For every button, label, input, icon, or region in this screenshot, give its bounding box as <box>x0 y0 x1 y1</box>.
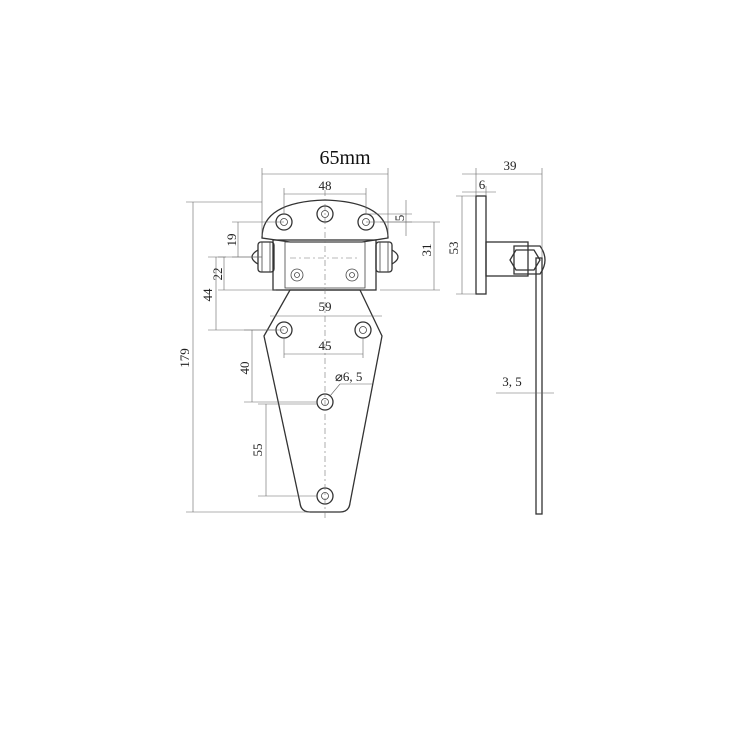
right-pin-nut <box>375 241 399 273</box>
dim-knuckle-height: 19 <box>224 234 239 247</box>
front-view <box>251 190 399 520</box>
dim-lower-hole-spacing: 45 <box>319 338 332 353</box>
dim-side-total-width: 39 <box>504 158 517 173</box>
dim-side-flange-height: 53 <box>446 242 461 255</box>
dim-hole-diameter: ⌀6, 5 <box>335 369 362 384</box>
hinge-barrel <box>272 239 377 291</box>
dim-knuckle-to-hole: 22 <box>210 268 225 281</box>
side-flange <box>475 195 487 295</box>
dim-knuckle-to-lower-holes: 44 <box>200 288 215 302</box>
side-dimensions: 39 6 53 3, 5 <box>446 158 554 394</box>
dim-strap-width: 59 <box>319 299 332 314</box>
dim-plate-thickness: 3, 5 <box>502 374 522 389</box>
dim-lower-to-center-hole: 40 <box>237 362 252 375</box>
dim-total-length: 179 <box>177 348 192 368</box>
front-dimensions: 65mm 48 5 31 19 22 44 59 <box>177 147 440 513</box>
strap-leaf <box>263 289 383 513</box>
side-plate <box>535 257 543 515</box>
side-hex-nut <box>509 249 541 271</box>
top-leaf <box>261 199 389 243</box>
side-view <box>475 195 546 515</box>
side-barrel <box>513 245 546 275</box>
dim-hinge-height: 31 <box>419 244 434 257</box>
dim-center-to-bottom-hole: 55 <box>250 444 265 457</box>
dim-side-flange-thickness: 6 <box>479 177 486 192</box>
dim-hole-spacing-top: 48 <box>319 178 332 193</box>
title-dimension: 65mm <box>319 147 371 169</box>
side-arm <box>485 241 529 277</box>
dim-offset-top-hole: 5 <box>392 215 407 222</box>
